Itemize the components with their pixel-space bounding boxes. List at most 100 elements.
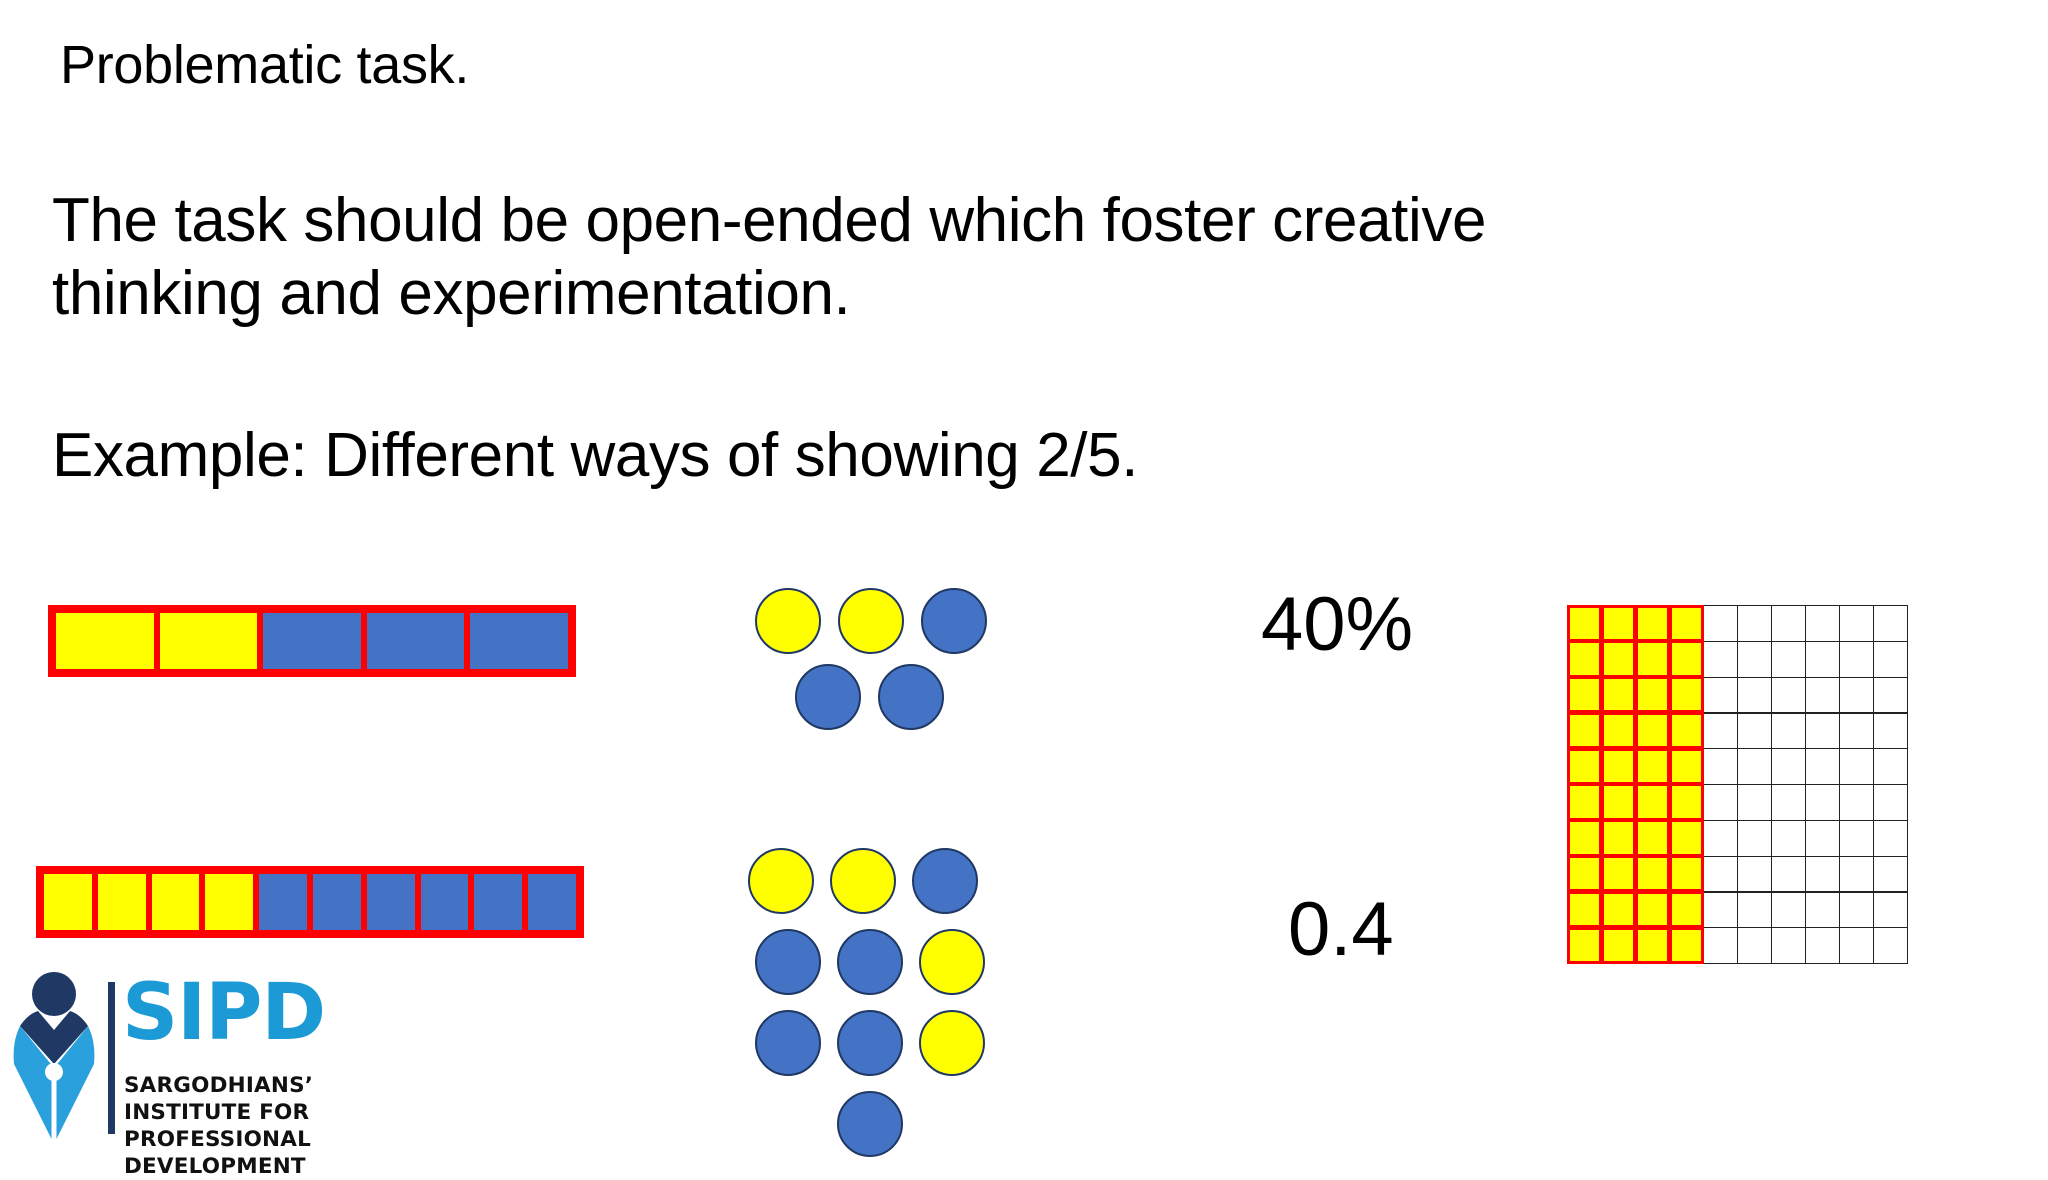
grid-cell — [1771, 784, 1806, 821]
grid-cell — [1566, 604, 1602, 642]
grid-cell — [1839, 855, 1874, 893]
grid-cell — [1634, 855, 1670, 893]
bar-cell — [256, 871, 310, 933]
grid-cell — [1771, 712, 1806, 750]
bar-cell — [260, 610, 364, 672]
grid-cell — [1600, 676, 1636, 714]
grid-cell — [1873, 605, 1908, 642]
percent-label: 40% — [1261, 582, 1414, 667]
counter-row — [795, 664, 987, 730]
grid-cell — [1737, 712, 1772, 750]
grid-cell — [1839, 784, 1874, 821]
grid-cell — [1839, 820, 1874, 857]
counter-dot — [755, 929, 821, 995]
grid-cell — [1873, 820, 1908, 857]
grid-cell — [1634, 926, 1670, 964]
grid-cell — [1771, 676, 1806, 714]
hundred-square-grid — [1566, 604, 1908, 964]
grid-cells — [1566, 604, 1908, 964]
grid-cell — [1566, 890, 1602, 929]
counter-dot — [830, 848, 896, 914]
bar-cell — [156, 610, 261, 672]
grid-cell — [1566, 711, 1602, 750]
counter-dot — [795, 664, 861, 730]
grid-cell — [1566, 676, 1602, 714]
sipd-logo: SIPD SARGODHIANS’ INSTITUTE FOR PROFESSI… — [8, 968, 408, 1179]
grid-cell — [1566, 783, 1602, 821]
grid-cell — [1737, 605, 1772, 642]
counter-dot — [748, 848, 814, 914]
grid-cell — [1805, 605, 1840, 642]
counter-dot — [837, 929, 903, 995]
grid-cell — [1737, 676, 1772, 714]
grid-cell — [1873, 641, 1908, 678]
grid-cell — [1805, 927, 1840, 964]
grid-cell — [1600, 855, 1636, 893]
grid-cell — [1839, 891, 1874, 929]
grid-cell — [1668, 926, 1704, 964]
counter-dot — [837, 1010, 903, 1076]
bar-cell — [148, 871, 203, 933]
logo-tagline-line-1: SARGODHIANS’ INSTITUTE FOR — [124, 1073, 314, 1126]
counter-dot — [755, 588, 821, 654]
grid-cell — [1566, 926, 1602, 964]
grid-cell — [1600, 890, 1636, 929]
grid-cell — [1805, 855, 1840, 893]
grid-cell — [1600, 640, 1636, 678]
grid-cell — [1634, 640, 1670, 678]
grid-cell — [1737, 641, 1772, 678]
grid-cell — [1634, 819, 1670, 857]
bar-cell — [363, 610, 468, 672]
grid-cell — [1668, 711, 1704, 750]
decimal-label: 0.4 — [1288, 887, 1394, 972]
grid-cell — [1805, 676, 1840, 714]
grid-cell — [1703, 784, 1738, 821]
bar-cell — [363, 871, 418, 933]
bar-cell — [467, 610, 571, 672]
grid-cell — [1737, 820, 1772, 857]
grid-cell — [1703, 855, 1738, 893]
grid-cell — [1668, 747, 1704, 785]
grid-cell — [1839, 927, 1874, 964]
bar-cell — [94, 871, 149, 933]
grid-cell — [1566, 747, 1602, 785]
grid-cell — [1566, 855, 1602, 893]
grid-cell — [1771, 605, 1806, 642]
counter-row — [837, 1091, 985, 1157]
grid-cell — [1634, 783, 1670, 821]
bar-cell — [53, 610, 157, 672]
grid-cell — [1634, 747, 1670, 785]
grid-cell — [1634, 676, 1670, 714]
counter-dot — [755, 1010, 821, 1076]
grid-cell — [1839, 676, 1874, 714]
counter-dot — [838, 588, 904, 654]
logo-tagline-line-2: PROFESSIONAL DEVELOPMENT — [124, 1127, 311, 1180]
counter-dot — [919, 929, 985, 995]
bar-cell — [471, 871, 526, 933]
grid-cell — [1873, 784, 1908, 821]
grid-cell — [1703, 748, 1738, 785]
bar-cell — [41, 871, 95, 933]
grid-cell — [1634, 604, 1670, 642]
bar-cell — [417, 871, 472, 933]
grid-cell — [1703, 676, 1738, 714]
grid-cell — [1805, 712, 1840, 750]
grid-cell — [1600, 819, 1636, 857]
counter-row — [755, 1010, 985, 1076]
grid-cell — [1634, 890, 1670, 929]
counter-row — [755, 588, 987, 654]
fraction-bar-fifths — [48, 605, 576, 677]
grid-cell — [1737, 784, 1772, 821]
counter-row — [755, 929, 985, 995]
grid-cell — [1600, 747, 1636, 785]
logo-tagline: SARGODHIANS’ INSTITUTE FOR PROFESSIONAL … — [124, 1072, 408, 1180]
grid-cell — [1566, 640, 1602, 678]
grid-cell — [1703, 712, 1738, 750]
body-paragraph-2: Example: Different ways of showing 2/5. — [52, 421, 1139, 490]
counter-group-fifths — [755, 588, 987, 730]
grid-cell — [1873, 748, 1908, 785]
counter-dot — [919, 1010, 985, 1076]
grid-cell — [1668, 640, 1704, 678]
grid-cell — [1703, 605, 1738, 642]
grid-cell — [1703, 820, 1738, 857]
